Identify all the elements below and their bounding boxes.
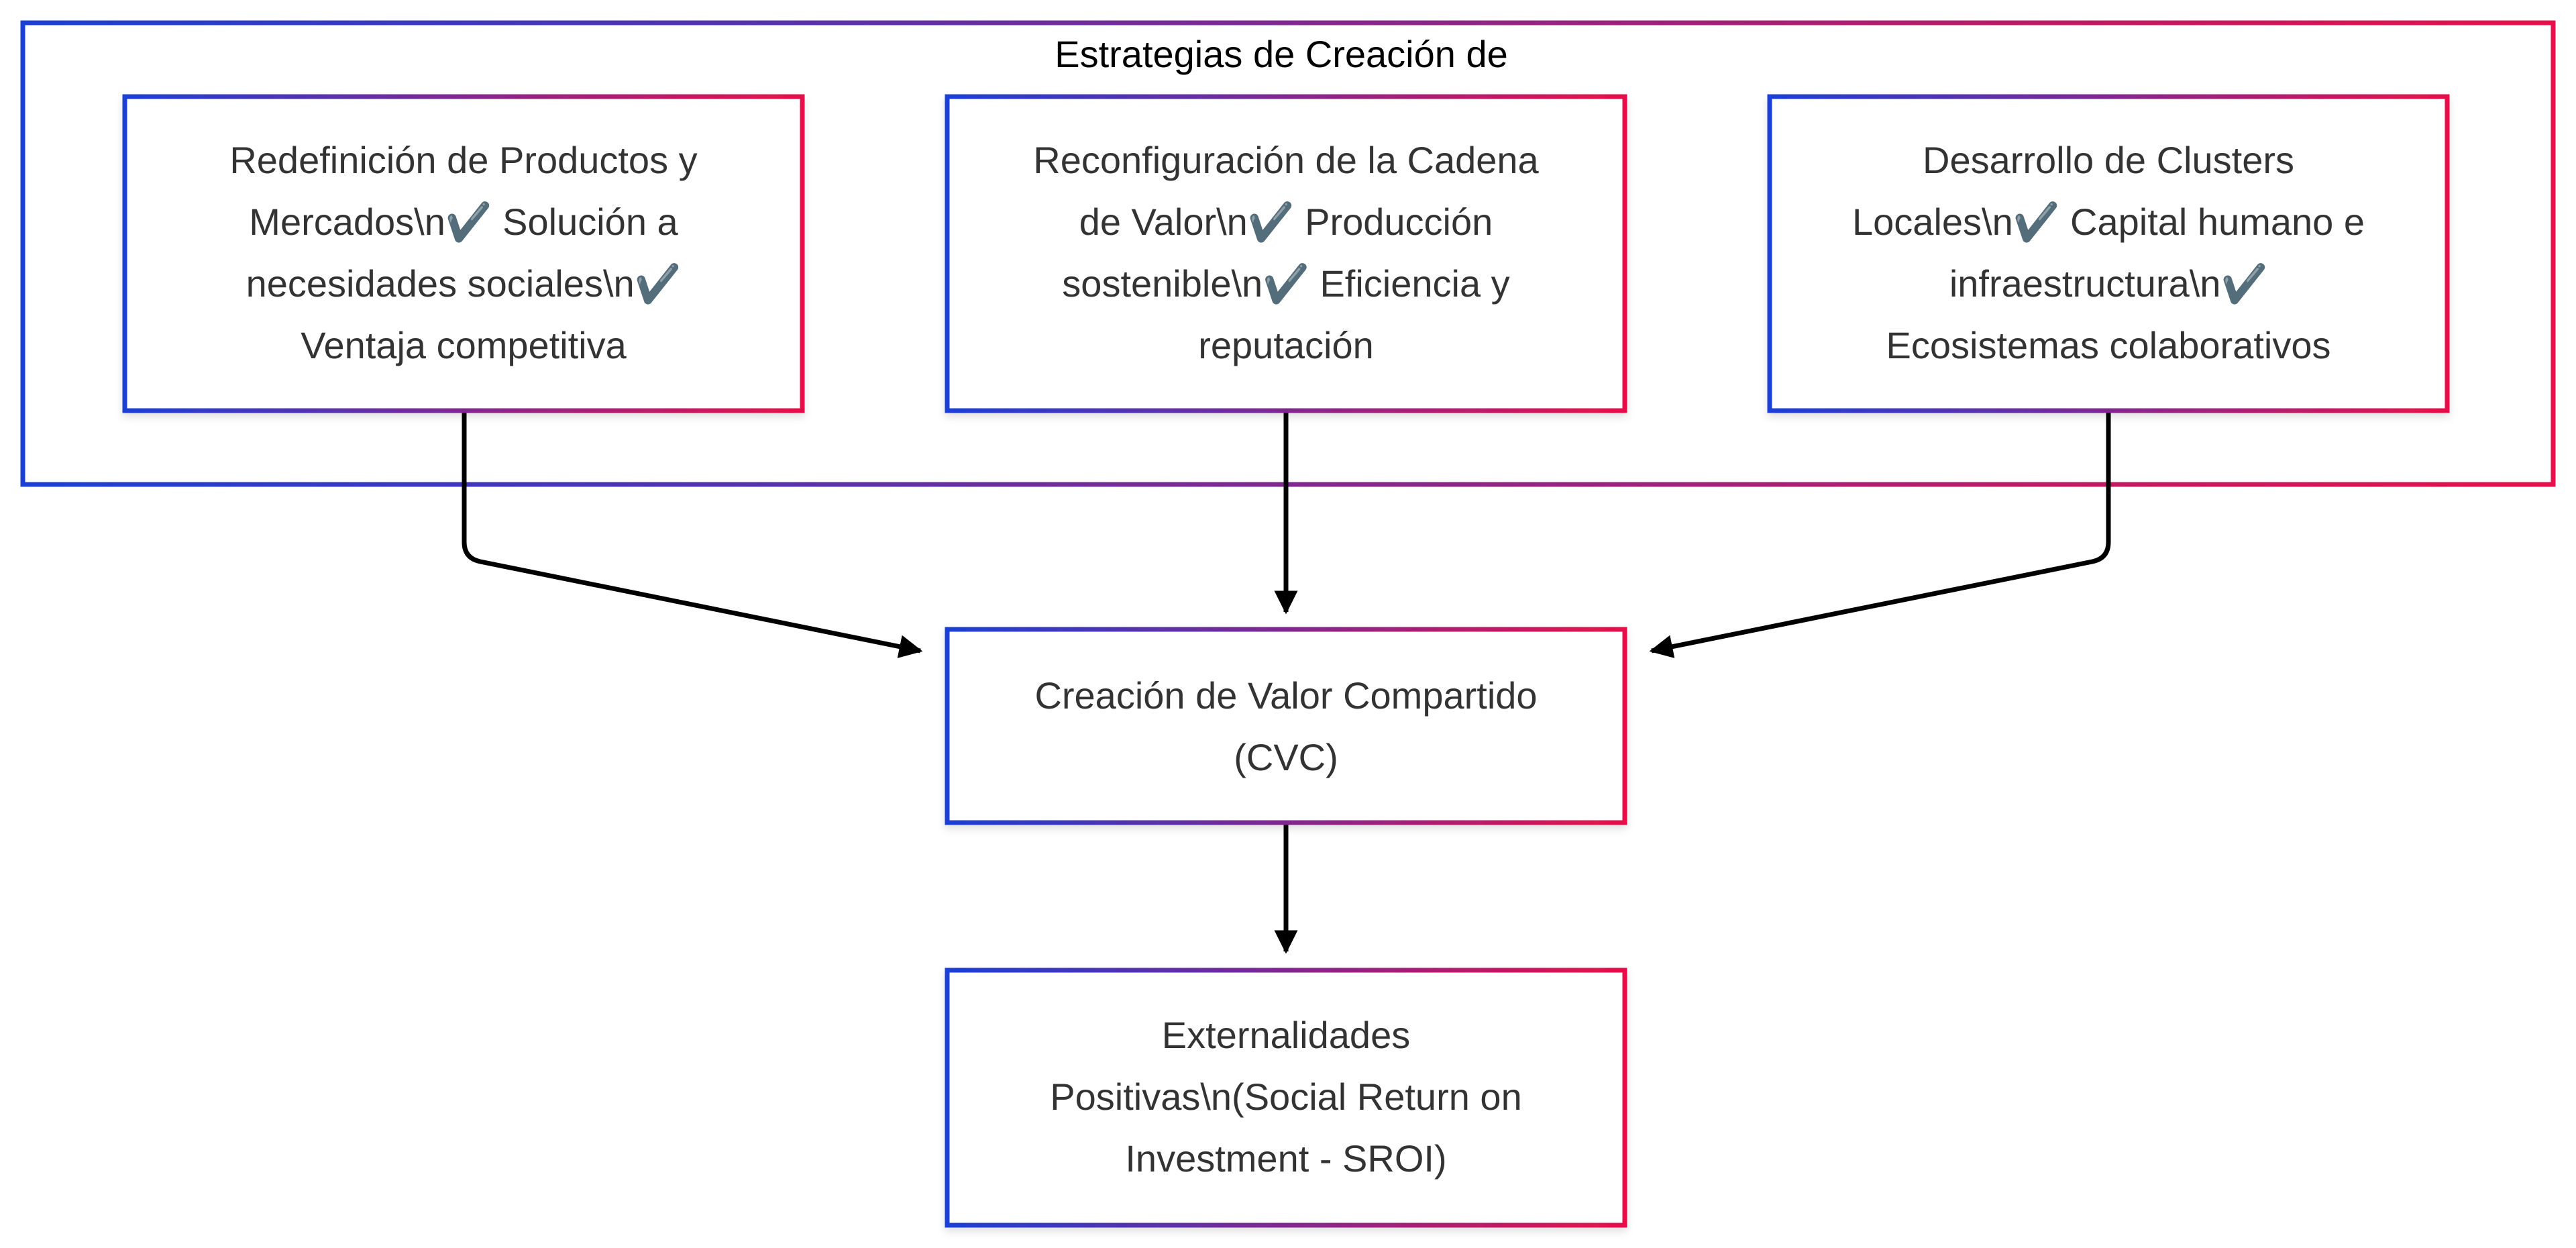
node-desarrollo-clusters-line-4: Ecosistemas colaborativos — [1886, 324, 2331, 366]
node-redefinicion-productos[interactable]: Redefinición de Productos y Mercados\n✔️… — [122, 94, 805, 413]
node-desarrollo-clusters-box[interactable] — [1767, 94, 2450, 413]
node-redefinicion-productos-line-3: necesidades sociales\n✔️ — [246, 262, 682, 305]
node-redefinicion-productos-line-4: Ventaja competitiva — [301, 324, 627, 366]
node-externalidades-positivas-line-3: Investment - SROI) — [1125, 1137, 1446, 1180]
node-externalidades-positivas-box[interactable] — [945, 968, 1627, 1228]
node-creacion-valor-compartido[interactable]: Creación de Valor Compartido (CVC) — [945, 627, 1627, 825]
node-redefinicion-productos-box[interactable] — [122, 94, 805, 413]
edge-productos-to-cvc — [462, 413, 923, 658]
node-reconfiguracion-cadena-line-3: sostenible\n✔️ Eficiencia y — [1062, 262, 1509, 305]
edges — [462, 413, 2111, 954]
node-externalidades-positivas-line-1: Externalidades — [1162, 1014, 1410, 1056]
node-reconfiguracion-cadena-line-4: reputación — [1198, 324, 1374, 366]
edge-clusters-to-cvc — [1649, 413, 2111, 658]
strategies-cluster-title: Estrategias de Creación de — [1055, 33, 1508, 75]
node-creacion-valor-compartido-line-2: (CVC) — [1234, 736, 1338, 778]
node-desarrollo-clusters-line-1: Desarrollo de Clusters — [1923, 139, 2294, 181]
node-desarrollo-clusters-line-2: Locales\n✔️ Capital humano e — [1852, 201, 2365, 244]
node-desarrollo-clusters-line-3: infraestructura\n✔️ — [1949, 262, 2267, 305]
node-reconfiguracion-cadena[interactable]: Reconfiguración de la Cadena de Valor\n✔… — [945, 94, 1627, 413]
node-redefinicion-productos-line-2: Mercados\n✔️ Solución a — [249, 201, 678, 244]
node-redefinicion-productos-line-1: Redefinición de Productos y — [229, 139, 697, 181]
node-creacion-valor-compartido-line-1: Creación de Valor Compartido — [1034, 674, 1537, 717]
node-desarrollo-clusters[interactable]: Desarrollo de Clusters Locales\n✔️ Capit… — [1767, 94, 2450, 413]
node-reconfiguracion-cadena-line-2: de Valor\n✔️ Producción — [1079, 201, 1493, 244]
node-creacion-valor-compartido-box[interactable] — [945, 627, 1627, 825]
node-reconfiguracion-cadena-line-1: Reconfiguración de la Cadena — [1033, 139, 1539, 181]
node-externalidades-positivas-line-2: Positivas\n(Social Return on — [1050, 1076, 1521, 1118]
node-externalidades-positivas[interactable]: Externalidades Positivas\n(Social Return… — [945, 968, 1627, 1228]
node-reconfiguracion-cadena-box[interactable] — [945, 94, 1627, 413]
